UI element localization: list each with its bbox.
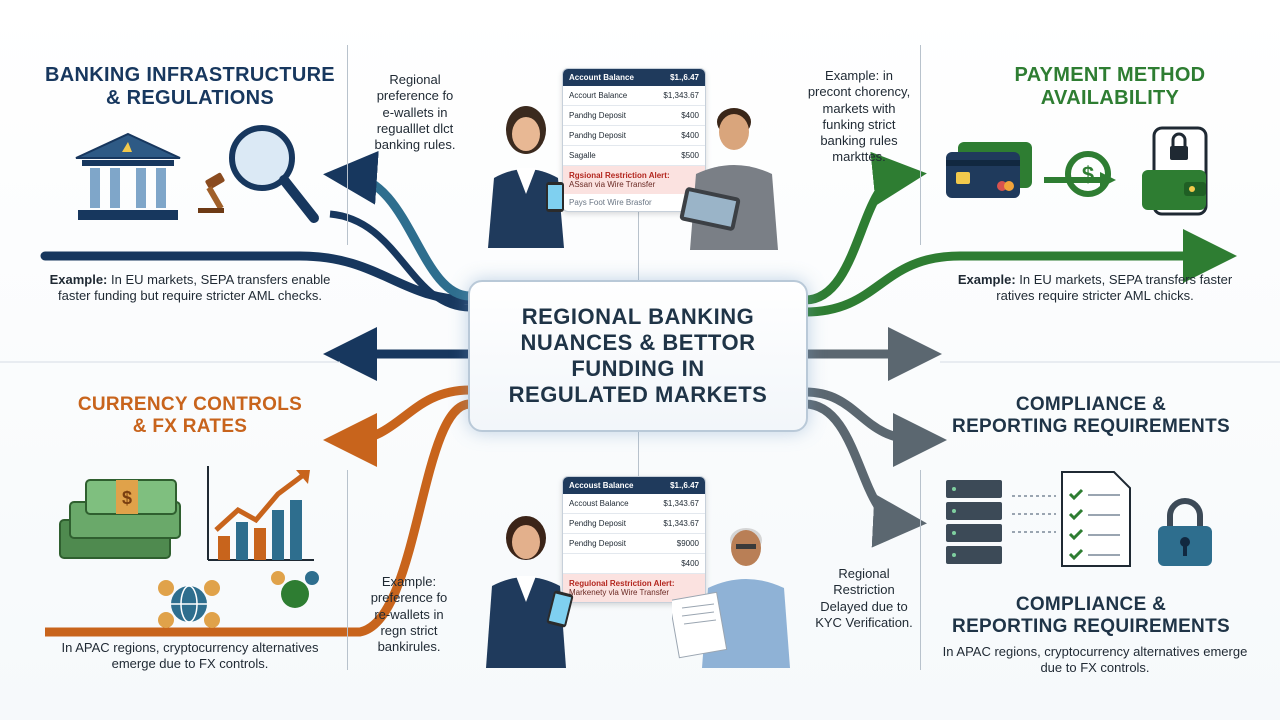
- restriction-alert: Regulonal Restriction Alert:Markenety vl…: [563, 574, 705, 602]
- bank-building-icon: [75, 132, 181, 220]
- woman-with-smartphone-figure: [486, 516, 574, 668]
- compliance-section-title: COMPLIANCE & REPORTING REQUIREMENTS: [952, 394, 1230, 437]
- data-dots-icon: [1012, 495, 1056, 533]
- currency-note: In APAC regions, cryptocurrency alternat…: [61, 640, 319, 672]
- currency-section-title: CURRENCY CONTROLS & FX RATES: [77, 394, 303, 437]
- compliance-section-title-2: COMPLIANCE & REPORTING REQUIREMENTS: [952, 594, 1230, 637]
- padlock-icon: [1158, 498, 1212, 566]
- account-balance-card-top: Account Balance$1.,6.47 Accourt Balance$…: [562, 68, 706, 212]
- magnifier-icon: [229, 125, 319, 223]
- callout-top-left: Regional preference fo e-wallets in regu…: [374, 72, 456, 152]
- flow-currency-curve: [323, 385, 471, 467]
- callout-bottom-left: Example: preference fo re-wallets in reg…: [370, 574, 448, 654]
- separator-line: [347, 470, 348, 670]
- connector-line: [638, 200, 639, 280]
- credit-card-icon: [946, 142, 1032, 198]
- separator-line: [347, 45, 348, 245]
- callout-bottom-right: Regional Restriction Delayed due to KYC …: [815, 566, 913, 630]
- woman-with-phone-figure: [488, 106, 564, 248]
- flow-compliance-down: [804, 399, 927, 548]
- checklist-document-icon: [1061, 471, 1131, 567]
- center-title-box: REGIONAL BANKING NUANCES & BETTOR FUNDIN…: [468, 280, 808, 432]
- payment-section-title: PAYMENT METHOD AVAILABILITY: [1014, 64, 1206, 109]
- connector-line: [638, 430, 639, 478]
- server-rack-icon: [946, 480, 1002, 564]
- compliance-note: In APAC regions, cryptocurrency alternat…: [942, 644, 1248, 676]
- banking-section-title: BANKING INFRASTRUCTURE & REGULATIONS: [45, 64, 335, 109]
- gavel-icon: [198, 172, 225, 213]
- flow-banking-up: [323, 150, 471, 301]
- man-with-tablet-figure: [679, 108, 778, 250]
- restriction-alert: Rgsional Restriction Alert:ASsan via Wir…: [563, 166, 705, 194]
- globe-currency-icon: [158, 580, 220, 628]
- globe-coins-icon: [271, 571, 319, 608]
- banking-example-note: Example: In EU markets, SEPA transfers e…: [49, 272, 331, 304]
- exchange-dollar-icon: $: [1044, 151, 1116, 197]
- svg-text:$: $: [1082, 162, 1094, 187]
- older-man-with-document-figure: [672, 528, 790, 668]
- separator-line: [920, 45, 921, 245]
- flow-payment-up: [804, 151, 927, 305]
- phone-wallet-icon: [1142, 126, 1208, 216]
- flow-currency-down: [45, 399, 471, 637]
- flow-banking-up2: [329, 210, 471, 312]
- flow-compliance-curve: [804, 387, 947, 467]
- center-title: REGIONAL BANKING NUANCES & BETTOR FUNDIN…: [508, 304, 768, 407]
- cash-stack-icon: $: [59, 479, 181, 559]
- svg-text:$: $: [122, 488, 132, 508]
- callout-top-right: Example: in precont chorency, markets wi…: [807, 68, 911, 165]
- separator-line: [920, 470, 921, 670]
- account-balance-card-bottom: Accoust Balance$1.,6.47 Accoust Balance$…: [562, 476, 706, 603]
- payment-example-note: Example: In EU markets, SEPA transfers f…: [957, 272, 1233, 304]
- growth-chart-icon: [207, 466, 314, 561]
- flow-payment-main: [804, 229, 1237, 317]
